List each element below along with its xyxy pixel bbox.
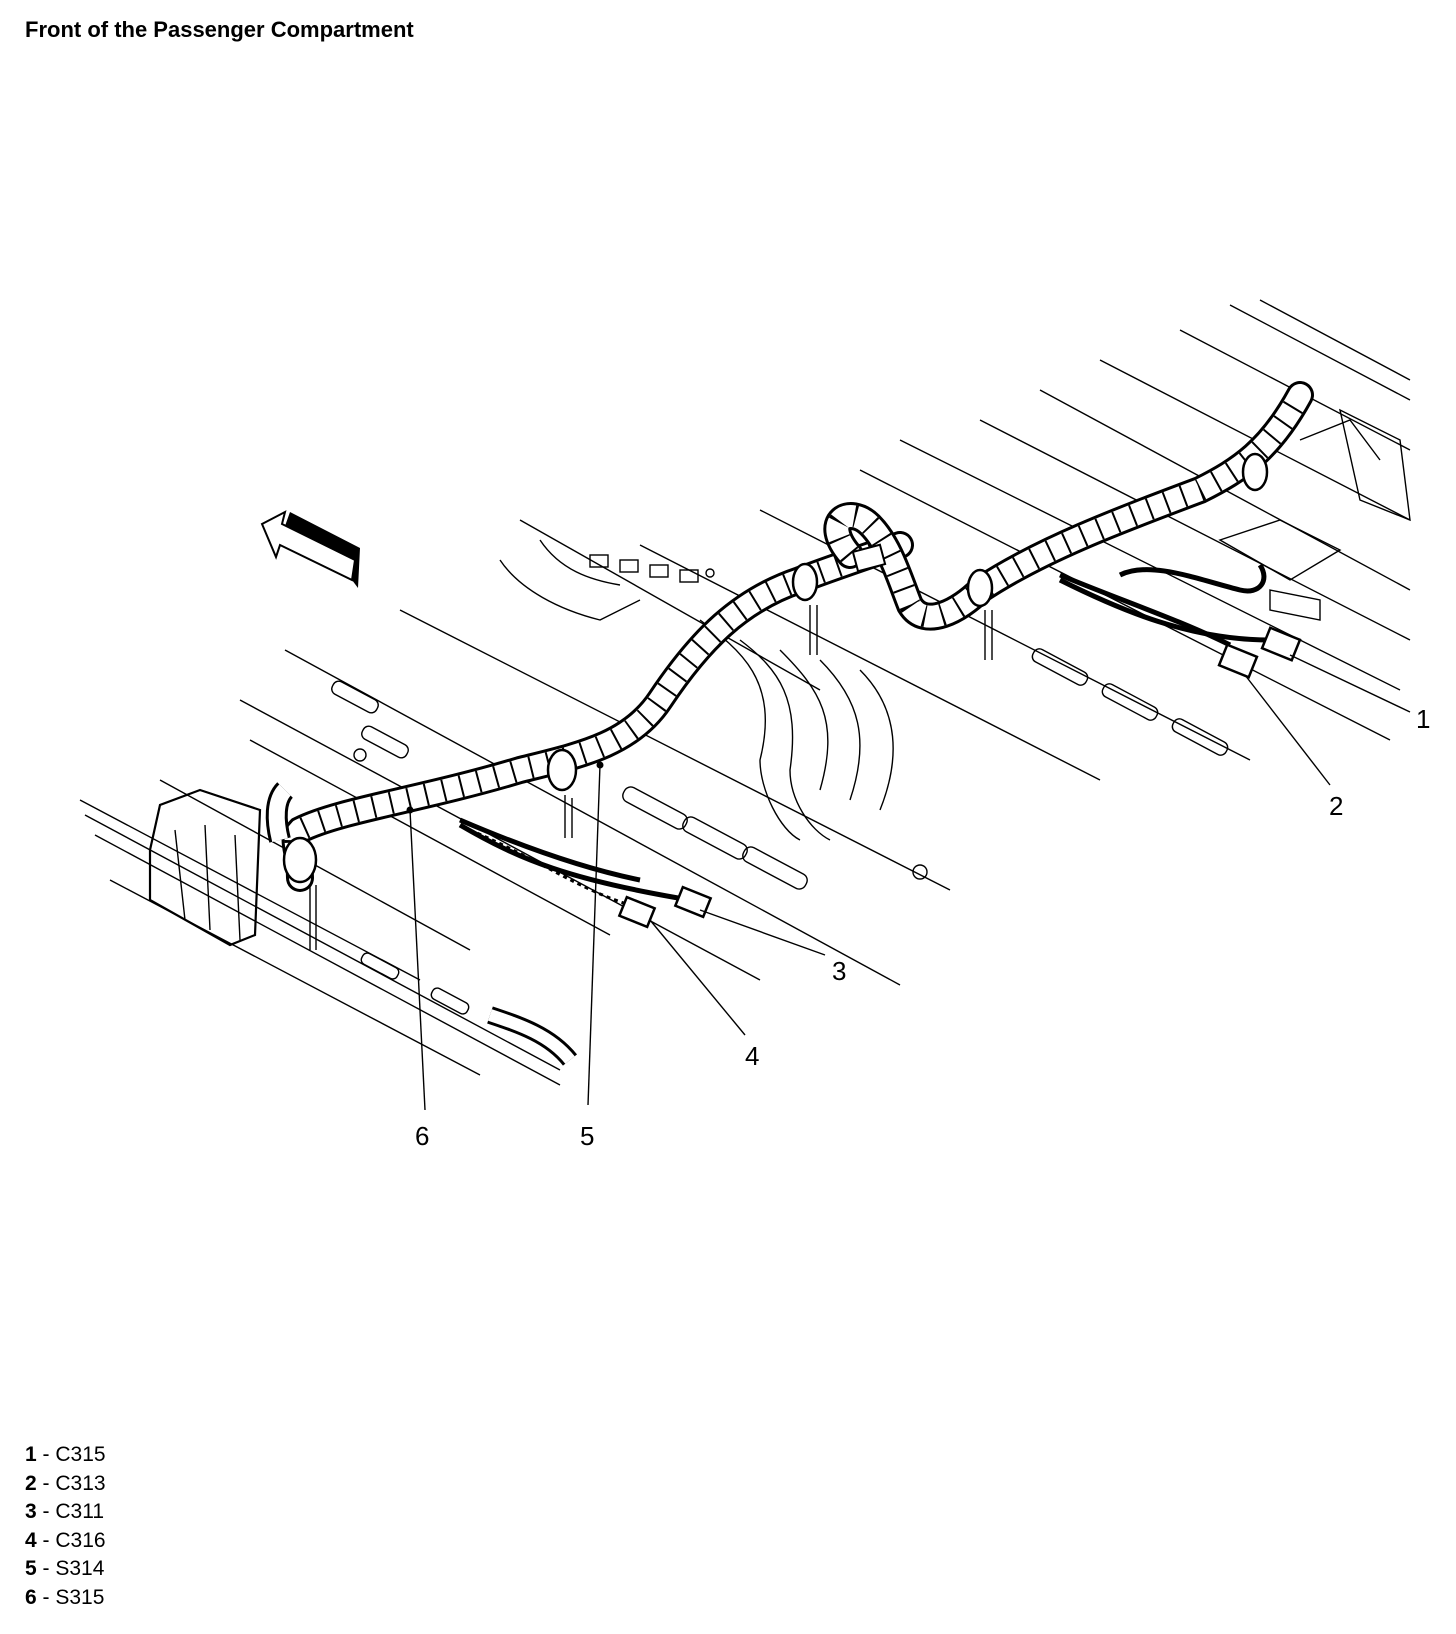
legend-row: 1 - C315 — [25, 1443, 106, 1466]
branch-wires-front — [458, 817, 713, 929]
branch-wires-rear — [1058, 563, 1302, 679]
main-wire-harness — [265, 381, 1314, 1066]
connector-c313 — [1217, 643, 1259, 679]
callout-4: 4 — [745, 1041, 759, 1071]
front-direction-arrow-icon — [260, 510, 360, 588]
callout-1: 1 — [1416, 704, 1430, 734]
legend: 1 - C315 2 - C313 3 - C311 4 - C316 5 - … — [25, 1441, 106, 1612]
legend-row: 2 - C313 — [25, 1471, 106, 1495]
floor-panel-lines — [79, 299, 1411, 1086]
callout-5: 5 — [580, 1121, 594, 1151]
leader-lines — [406, 654, 1411, 1111]
callout-2: 2 — [1329, 791, 1343, 821]
connector-c315 — [1260, 626, 1302, 662]
connector-c316 — [617, 895, 657, 929]
page-title: Front of the Passenger Compartment — [25, 17, 414, 42]
callout-6: 6 — [415, 1121, 429, 1151]
legend-row: 6 - S315 — [25, 1585, 105, 1609]
callout-3: 3 — [832, 956, 846, 986]
connector-c311 — [673, 885, 713, 919]
legend-row: 5 - S314 — [25, 1557, 105, 1580]
legend-row: 3 - C311 — [25, 1500, 105, 1523]
legend-row: 4 - C316 — [25, 1528, 106, 1552]
